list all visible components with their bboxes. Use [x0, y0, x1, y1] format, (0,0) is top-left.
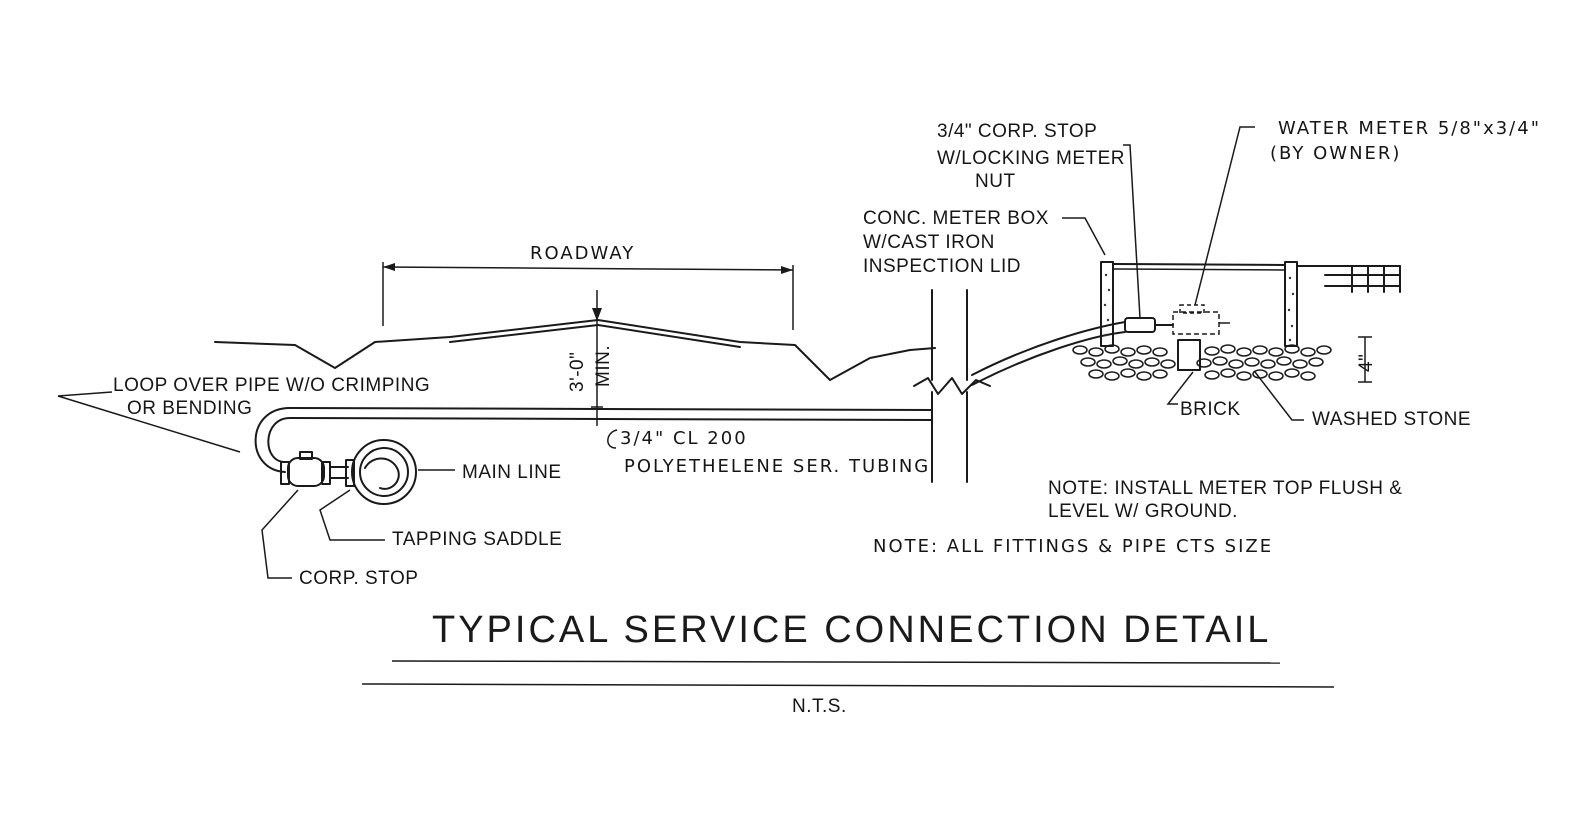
water-meter-leader — [1194, 126, 1255, 306]
ground-profile — [214, 319, 936, 381]
pavement-left — [449, 324, 599, 343]
scale-note: N.T.S. — [792, 696, 847, 717]
arrowhead — [781, 266, 793, 274]
loop-leader — [57, 395, 241, 453]
pavement-right — [597, 324, 741, 348]
meter-box-lid — [1112, 263, 1286, 266]
water-meter-label-1: WATER METER 5/8"x3/4" — [1278, 118, 1541, 139]
tubing-to-meter-inner — [971, 331, 1126, 386]
washed-stone-leader — [1254, 371, 1304, 421]
main-line-pipe-inner — [359, 447, 409, 497]
washed-stone-bed — [1072, 344, 1332, 381]
water-meter-label-2: (BY OWNER) — [1270, 143, 1401, 164]
tubing-label-2: POLYETHELENE SER. TUBING — [624, 456, 930, 477]
tapping-saddle-leader — [319, 489, 385, 541]
arrowhead — [592, 308, 602, 321]
meter-box-hatch — [1103, 273, 1295, 342]
tubing-label-1: 3/4" CL 200 — [620, 428, 748, 449]
main-line-pipe-outer — [351, 439, 417, 505]
stone-depth-label: 4" — [1356, 354, 1377, 372]
loop-leader-2 — [57, 391, 113, 397]
meter-box-lid-2 — [1112, 268, 1286, 271]
tubing-to-meter — [971, 321, 1126, 376]
corp-stop-lock-label-2: W/LOCKING METER — [937, 148, 1125, 169]
service-tubing — [254, 407, 933, 473]
corp-stop-lock-label-1: 3/4" CORP. STOP — [937, 121, 1097, 142]
tapping-saddle-flange — [345, 459, 355, 487]
arrowhead — [383, 263, 395, 271]
washed-stone-label: WASHED STONE — [1312, 409, 1471, 430]
corp-stop-lock-label-3: NUT — [975, 171, 1016, 192]
drawing-title: TYPICAL SERVICE CONNECTION DETAIL — [432, 609, 1271, 651]
corp-stop-leader — [261, 489, 299, 579]
main-line-label: MAIN LINE — [462, 462, 562, 483]
break-symbol — [913, 377, 991, 395]
corp-stop-lock-leader — [1123, 144, 1141, 319]
meter-box-label-1: CONC. METER BOX — [863, 208, 1049, 229]
title-underline-2 — [361, 683, 1335, 688]
loop-label-2: OR BENDING — [127, 398, 252, 419]
corp-stop-flange-right — [321, 461, 331, 485]
corp-stop-flange-left — [280, 461, 290, 485]
meter-corp-stop — [1124, 317, 1156, 333]
depth-label-2: MIN. — [593, 345, 614, 387]
brick-support — [1177, 339, 1201, 371]
loop-label-1: LOOP OVER PIPE W/O CRIMPING — [113, 375, 430, 396]
meter-box-leader — [1062, 217, 1106, 256]
brick-leader — [1166, 371, 1194, 405]
centerline-symbol — [607, 429, 618, 449]
main-line-swirl — [364, 457, 400, 490]
water-meter — [1172, 311, 1220, 335]
brick-label: BRICK — [1180, 399, 1241, 420]
corp-stop-valve — [287, 457, 325, 487]
note-install-2: LEVEL W/ GROUND. — [1048, 501, 1238, 522]
corp-stop-label: CORP. STOP — [299, 568, 418, 589]
meter-box-label-2: W/CAST IRON — [863, 232, 995, 253]
roadway-label: ROADWAY — [530, 243, 635, 264]
water-meter-top — [1179, 304, 1205, 314]
note-install-1: NOTE: INSTALL METER TOP FLUSH & — [1048, 478, 1402, 499]
service-tubing-inner — [267, 417, 933, 463]
depth-label-1: 3'-0" — [567, 352, 588, 392]
corp-stop-stem — [299, 451, 313, 460]
meter-box-wall-right — [1284, 261, 1298, 347]
note-fittings: NOTE: ALL FITTINGS & PIPE CTS SIZE — [873, 536, 1273, 557]
meter-box-label-3: INSPECTION LID — [863, 256, 1021, 277]
roadway-dim-line — [382, 266, 794, 271]
title-underline-1 — [391, 660, 1281, 664]
tapping-saddle-label: TAPPING SADDLE — [392, 529, 562, 550]
